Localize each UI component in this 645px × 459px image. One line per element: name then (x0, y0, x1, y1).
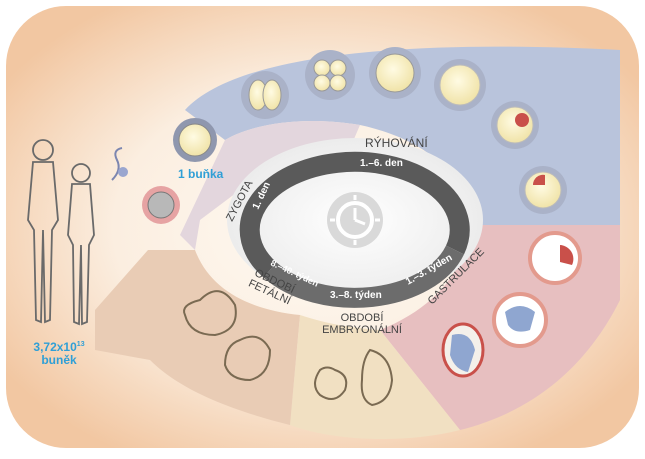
gastrulation-icons (441, 231, 582, 378)
cell-count-unit: buněk (41, 353, 77, 367)
timeline-ring-lower (263, 245, 465, 308)
clock-icon (327, 192, 383, 248)
egg-cell-icon (142, 186, 180, 224)
embryonic-band (290, 315, 460, 440)
one-cell-label: 1 buňka (178, 167, 224, 181)
embryo-icons (183, 290, 394, 407)
human-silhouettes (27, 139, 95, 326)
embryonic-period-label: OBDOBÍ EMBRYONÁLNÍ (322, 312, 402, 336)
cell-count-label: 3,72x1013 buněk (24, 338, 94, 367)
cell-count-base: 3,72x10 (33, 340, 77, 354)
fetal-band-arrow (95, 250, 300, 425)
timeline-ring (239, 151, 470, 278)
cleavage-band (185, 46, 620, 226)
ring-label-3-8-tyden: 3.–8. týden (330, 290, 382, 301)
cell-stage-icons (173, 47, 567, 214)
ring-label-1-6-den: 1.–6. den (360, 158, 403, 169)
sperm-icon (111, 147, 128, 181)
label-ryhovani: RÝHOVÁNÍ (365, 135, 428, 150)
cell-count-exp: 13 (76, 341, 85, 348)
